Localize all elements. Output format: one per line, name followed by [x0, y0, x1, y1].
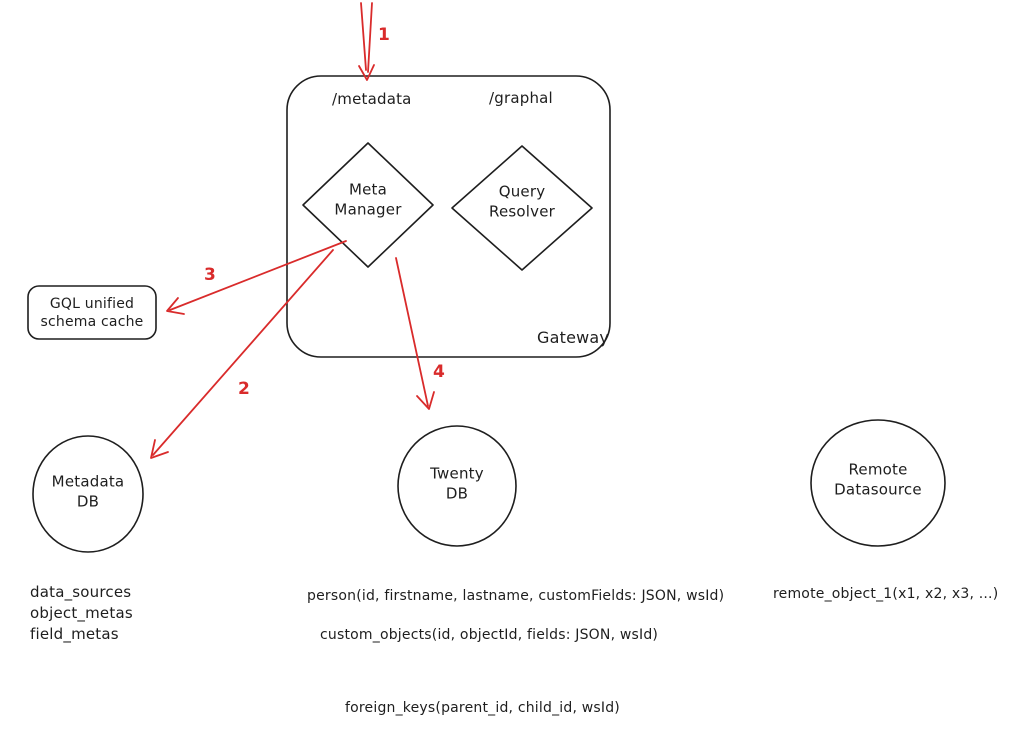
schema-cache-label: GQL unified schema cache [40, 295, 144, 330]
metadata-db-label: Metadata DB [51, 472, 125, 511]
arrow-1-line [360, 2, 367, 71]
arrow-1-line-2 [367, 2, 373, 73]
person-schema-label: person(id, firstname, lastname, customFi… [307, 588, 725, 604]
custom-objects-schema-label: custom_objects(id, objectId, fields: JSO… [320, 627, 659, 643]
route-graphql-label: /graphal [489, 89, 553, 107]
meta-manager-diamond [302, 142, 434, 268]
arrow-2-head [150, 439, 169, 459]
arrow-1-label: 1 [378, 25, 391, 45]
twenty-db-circle [397, 425, 517, 547]
arrow-4-head [416, 391, 435, 410]
arrow-4-label: 4 [433, 362, 446, 382]
meta-manager-label: Meta Manager [334, 180, 402, 219]
arrow-3-line [169, 240, 347, 311]
metadata-db-circle [32, 435, 144, 553]
arrow-4-line [395, 257, 429, 407]
query-resolver-label: Query Resolver [488, 182, 556, 221]
twenty-db-label: Twenty DB [430, 464, 484, 503]
foreign-keys-schema-label: foreign_keys(parent_id, child_id, wsId) [345, 700, 620, 716]
arrow-1-head [358, 64, 375, 81]
query-resolver-diamond [451, 145, 593, 271]
remote-datasource-circle [810, 419, 946, 547]
metadata-table-field-metas: field_metas [30, 625, 119, 643]
remote-object-schema-label: remote_object_1(x1, x2, x3, ...) [773, 586, 999, 602]
remote-datasource-label: Remote Datasource [834, 460, 922, 499]
arrow-2-line [152, 249, 334, 456]
route-metadata-label: /metadata [332, 90, 412, 108]
metadata-table-data-sources: data_sources [30, 583, 132, 601]
gateway-label: Gateway [537, 328, 610, 347]
schema-cache-box [27, 285, 157, 340]
gateway-box [286, 75, 611, 358]
arrow-3-label: 3 [204, 265, 217, 285]
metadata-table-object-metas: object_metas [30, 604, 133, 622]
arrow-3-head [166, 297, 185, 315]
arrow-2-label: 2 [238, 379, 251, 399]
